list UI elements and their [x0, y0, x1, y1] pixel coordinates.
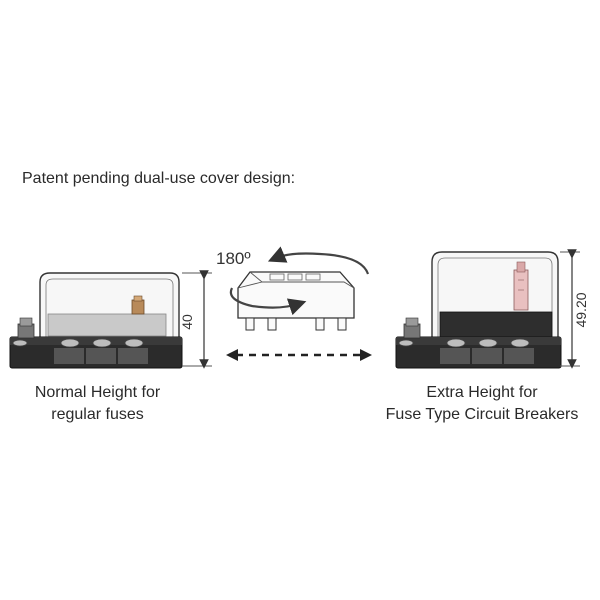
height-dimension-right: [560, 249, 580, 369]
rotation-label: 180º: [216, 249, 251, 268]
caption-extra-line2: Fuse Type Circuit Breakers: [385, 406, 579, 423]
height-label-left: 40: [179, 314, 195, 330]
page-heading: Patent pending dual-use cover design:: [22, 170, 296, 187]
caption-normal-line1: Normal Height for: [34, 384, 161, 401]
caption-extra-height: Extra Height for Fuse Type Circuit Break…: [368, 382, 596, 426]
caption-normal-line2: regular fuses: [51, 406, 144, 423]
caption-normal-height: Normal Height for regular fuses: [10, 382, 185, 426]
fuse-block-normal-icon: [9, 272, 183, 369]
cover-rotate-icon: [229, 246, 370, 331]
height-label-right: 49.20: [573, 292, 589, 327]
fuse-block-extra-icon: [395, 251, 562, 369]
double-arrow-icon: [226, 349, 372, 361]
caption-extra-line1: Extra Height for: [426, 384, 538, 401]
height-dimension-left: [182, 270, 212, 369]
